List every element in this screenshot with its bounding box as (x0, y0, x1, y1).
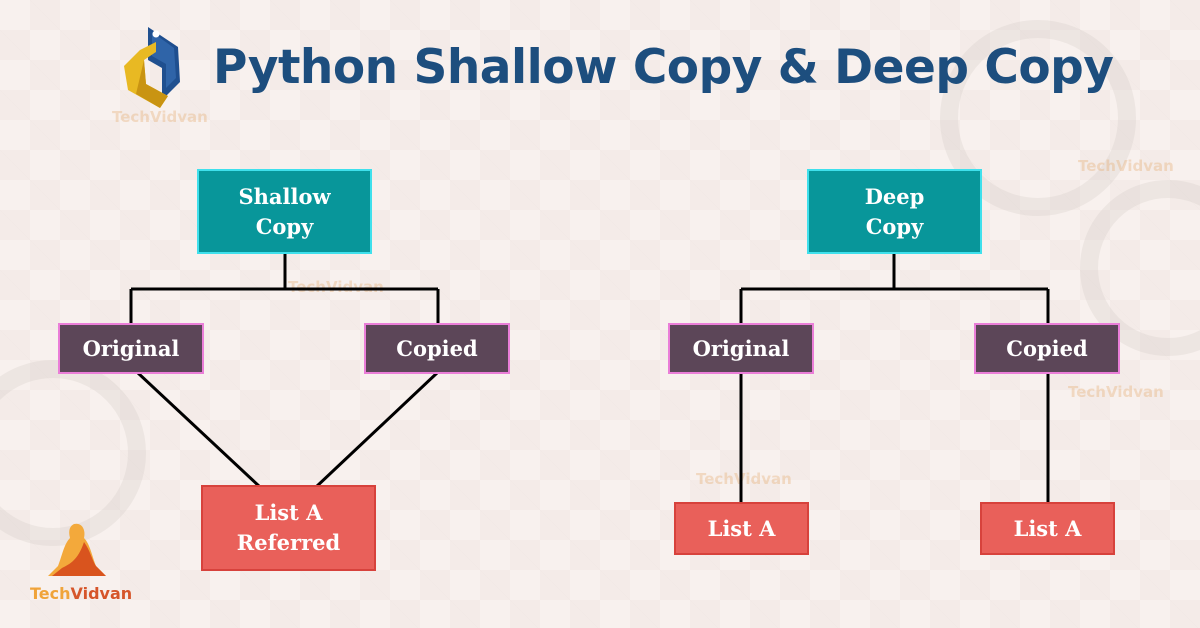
deep-root-line-2: Copy (865, 213, 924, 239)
deep-original-node: Original (668, 323, 814, 374)
deep-root-line-1: Deep (864, 183, 925, 209)
techvidvan-brand: TechVidvan (30, 584, 132, 603)
watermark: TechVidvan (112, 108, 208, 126)
watermark: TechVidvan (1068, 383, 1164, 401)
watermark: TechVidvan (288, 278, 384, 296)
shallow-list-a-referred-node: List A Referred (201, 485, 376, 571)
shallow-copied-node: Copied (364, 323, 510, 374)
deep-list-a-left-node: List A (674, 502, 809, 555)
techvidvan-logo-icon (48, 523, 106, 576)
deep-copied-node: Copied (974, 323, 1120, 374)
python-logo-icon (124, 27, 180, 108)
shallow-root-line-1: Shallow (238, 183, 331, 209)
deep-list-a-right-node: List A (980, 502, 1115, 555)
watermark: TechVidvan (696, 470, 792, 488)
page-title: Python Shallow Copy & Deep Copy (213, 40, 1114, 95)
shallow-original-node: Original (58, 323, 204, 374)
brand-tech: Tech (30, 584, 71, 603)
shallow-copy-node: Shallow Copy (197, 169, 372, 254)
deep-copy-node: Deep Copy (807, 169, 982, 254)
leaf-line-1: List A (254, 500, 323, 525)
brand-vidvan: Vidvan (70, 584, 133, 603)
leaf-line-2: Referred (236, 530, 341, 555)
watermark: TechVidvan (1078, 157, 1174, 175)
shallow-root-line-2: Copy (255, 213, 314, 239)
